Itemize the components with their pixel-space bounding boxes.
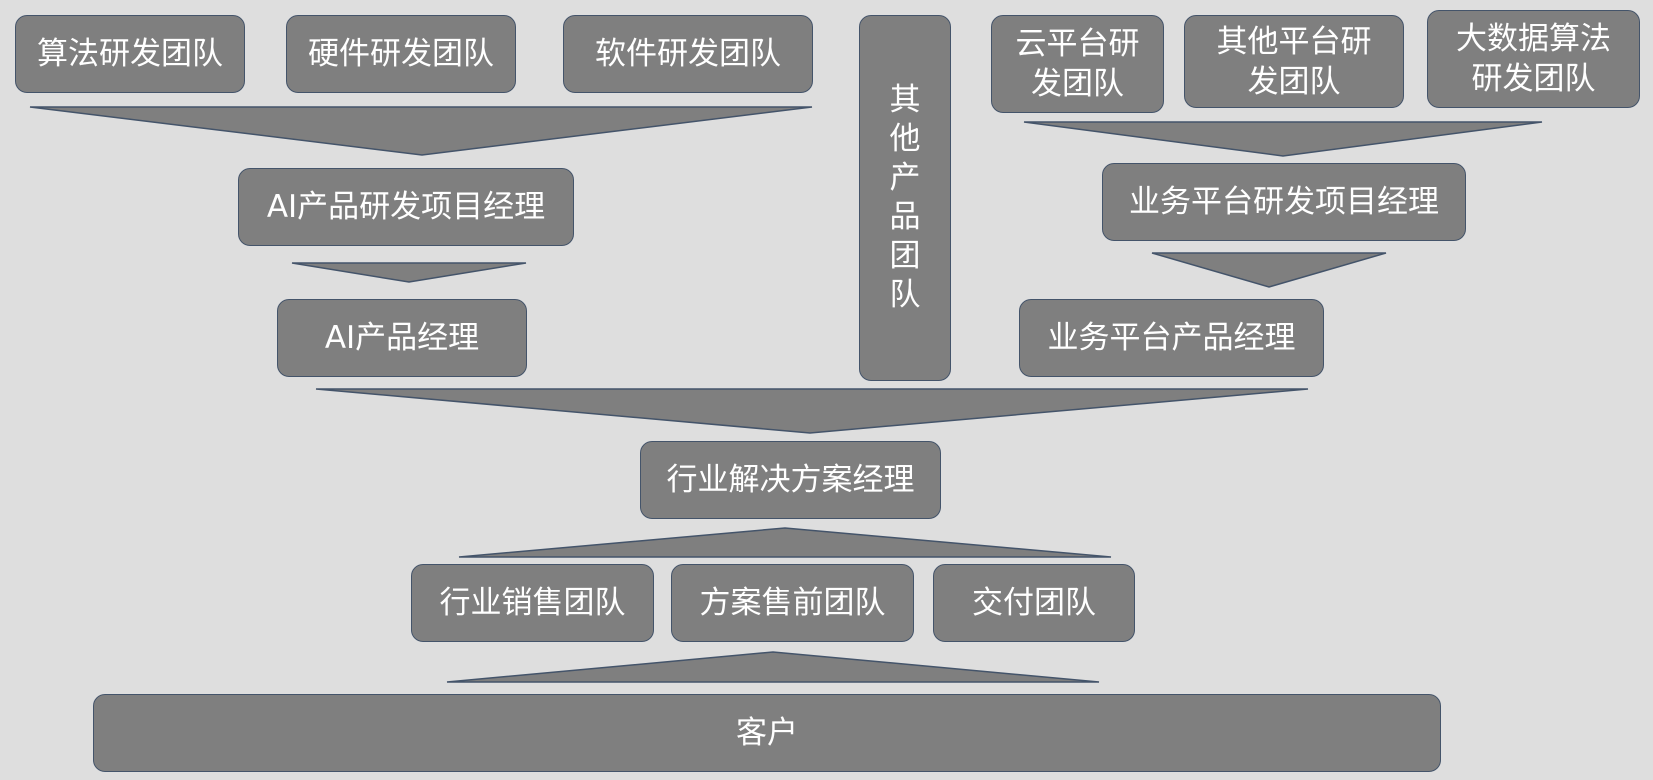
other-platform-rd-team: 其他平台研 发团队 <box>1184 15 1404 108</box>
arrow-customer-to-delivery-teams <box>446 651 1100 683</box>
business-platform-rd-project-manager: 业务平台研发项目经理 <box>1102 163 1466 241</box>
arrow-ai-rd-pm-to-ai-pm <box>291 262 527 283</box>
ai-product-manager: AI产品经理 <box>277 299 527 377</box>
algorithm-rd-team: 算法研发团队 <box>15 15 245 93</box>
customer: 客户 <box>93 694 1441 772</box>
industry-sales-team: 行业销售团队 <box>411 564 654 642</box>
cloud-platform-rd-team: 云平台研 发团队 <box>991 15 1164 113</box>
ai-product-rd-project-manager: AI产品研发项目经理 <box>238 168 574 246</box>
delivery-team: 交付团队 <box>933 564 1135 642</box>
arrow-left-rd-to-ai-rd-pm <box>29 106 813 156</box>
industry-solution-manager: 行业解决方案经理 <box>640 441 941 519</box>
solution-presales-team: 方案售前团队 <box>671 564 914 642</box>
arrow-pms-to-solution-manager <box>315 388 1309 434</box>
bigdata-algorithm-rd-team: 大数据算法 研发团队 <box>1427 10 1640 108</box>
software-rd-team: 软件研发团队 <box>563 15 813 93</box>
business-platform-product-manager: 业务平台产品经理 <box>1019 299 1324 377</box>
other-product-team: 其 他 产 品 团 队 <box>859 15 951 381</box>
arrow-right-rd-to-biz-rd-pm <box>1023 121 1543 157</box>
arrow-biz-rd-pm-to-biz-pm <box>1151 252 1387 288</box>
hardware-rd-team: 硬件研发团队 <box>286 15 516 93</box>
arrow-solution-to-delivery-teams <box>458 527 1112 558</box>
